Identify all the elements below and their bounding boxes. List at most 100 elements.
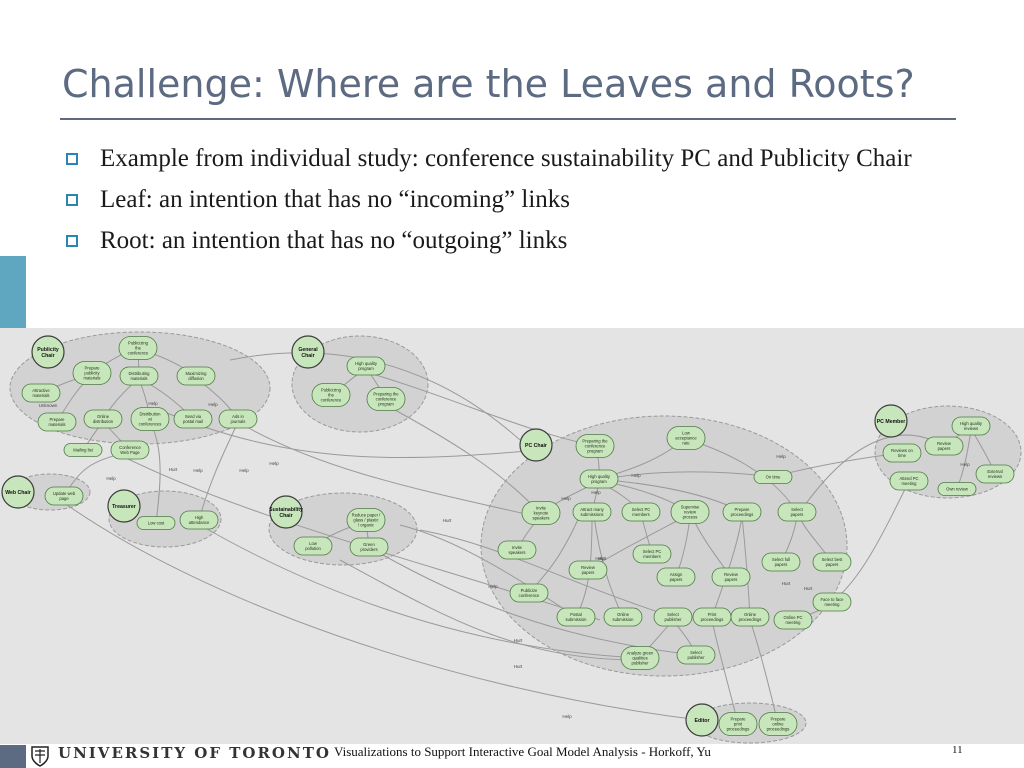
bullet-item: Leaf: an intention that has no “incoming… [62, 183, 942, 216]
link-label: Hurt [443, 518, 452, 523]
link-label: Help [595, 556, 605, 561]
goal-node: Low cost [136, 516, 176, 530]
corner-block [0, 745, 26, 768]
actor-label: Web Chair [5, 490, 31, 496]
link [199, 524, 641, 659]
link [339, 559, 641, 661]
link-label: Help [239, 468, 249, 473]
actor-boundaries [9, 331, 1022, 744]
link [59, 499, 701, 721]
actor-label: PC Member [877, 419, 906, 425]
square-bullet-icon [66, 153, 78, 165]
actor-editor: Editor [685, 703, 719, 737]
square-bullet-icon [66, 194, 78, 206]
goal-label: Reduce paper /glass / plastic/ organic [352, 513, 381, 528]
goal-label: Low cost [148, 521, 165, 526]
university-crest-icon [31, 746, 49, 767]
link [711, 515, 743, 618]
goal-node: On time [753, 470, 793, 484]
link-label: Help [631, 473, 641, 478]
link-label: Help [208, 402, 218, 407]
link-label: Help [269, 461, 279, 466]
actor-label: Editor [695, 718, 710, 724]
actor-member: PC Member [874, 404, 908, 438]
actor-label: PC Chair [525, 443, 547, 449]
link [399, 524, 577, 618]
slide-title: Challenge: Where are the Leaves and Root… [62, 62, 915, 106]
link-label: Help [193, 468, 203, 473]
actor-label: Treasurer [112, 504, 136, 510]
link-label: Unknown [39, 403, 58, 408]
bullet-text: Root: an intention that has no “outgoing… [100, 227, 568, 254]
link-label: Help [106, 476, 116, 481]
bullet-item: Root: an intention that has no “outgoing… [62, 224, 942, 257]
link-label: Help [960, 462, 970, 467]
link-label: Hurt [514, 664, 523, 669]
link [149, 421, 161, 524]
